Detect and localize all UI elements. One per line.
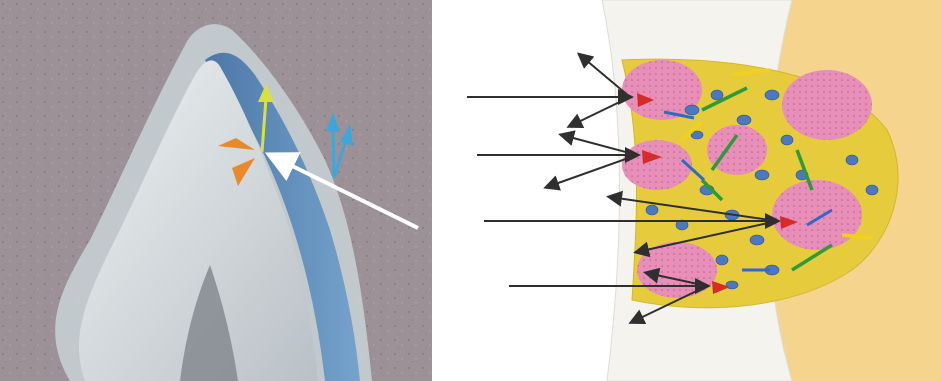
enamel-illustration-panel — [432, 0, 941, 381]
enamel-rod — [772, 180, 862, 250]
tooth-photo-panel — [0, 0, 432, 381]
enamel-rod — [782, 70, 872, 140]
refracted-arrow-blue — [333, 130, 334, 178]
enamel-rod — [707, 125, 767, 175]
enamel-illustration — [432, 0, 941, 381]
enamel-rod — [622, 140, 692, 190]
tooth-photo — [0, 0, 432, 381]
enamel-rod — [637, 242, 717, 298]
